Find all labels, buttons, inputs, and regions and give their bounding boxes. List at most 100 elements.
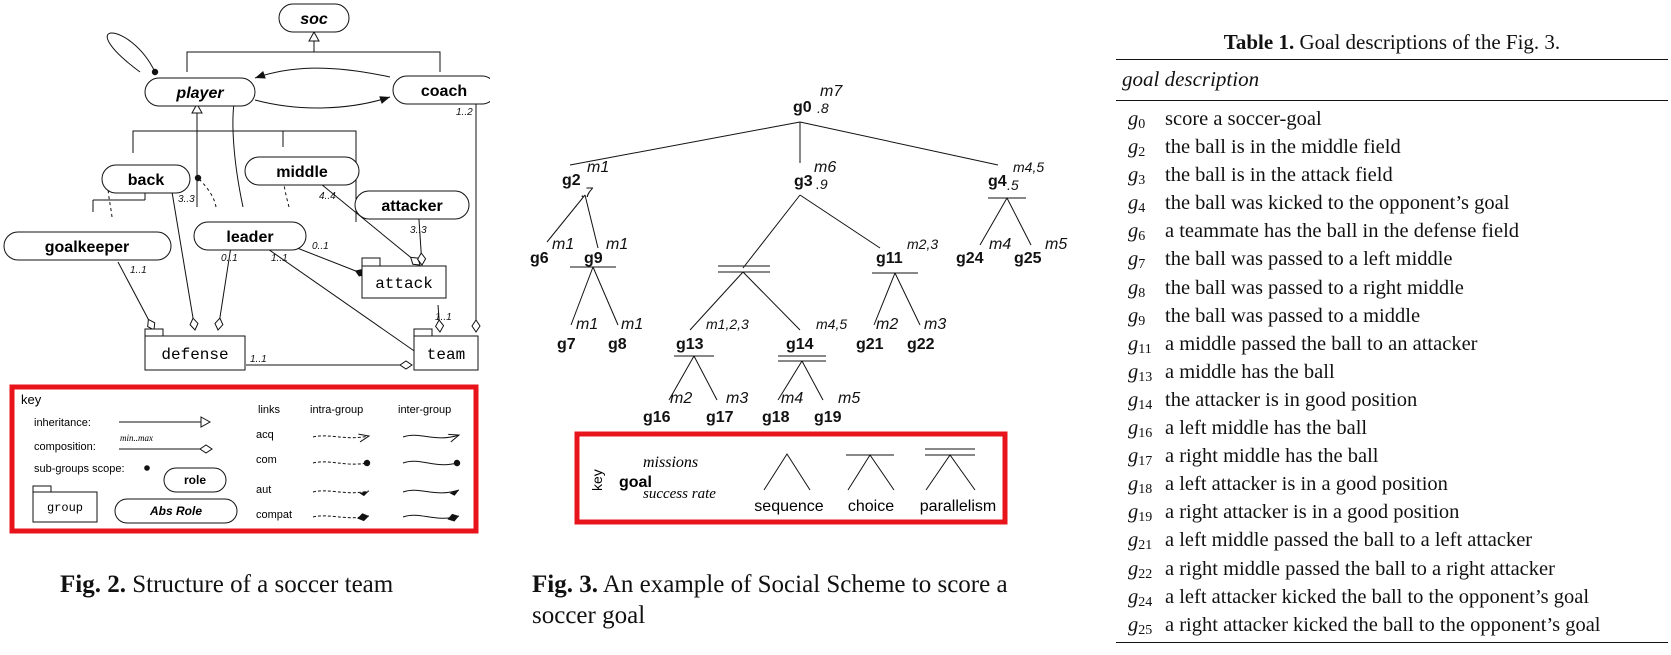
- goal-description: a middle has the ball: [1165, 360, 1335, 383]
- key-absrole-label: Abs Role: [149, 504, 202, 518]
- goal-g6: g6: [530, 250, 549, 267]
- key-link-aut: aut: [256, 484, 271, 496]
- key-link-acq: acq: [256, 429, 274, 441]
- svg-text:goalkeeper: goalkeeper: [45, 239, 129, 256]
- key-success-rate-label: success rate: [643, 486, 716, 502]
- card-middle-attack: 4..4: [319, 191, 336, 202]
- table-caption-label: Table 1.: [1223, 30, 1295, 54]
- goal-g17: g17: [706, 409, 734, 426]
- svg-text:attacker: attacker: [381, 198, 442, 215]
- goal-g11: g11: [876, 250, 903, 267]
- rate-g3: .9: [816, 176, 828, 192]
- fig3-key-title: key: [589, 469, 605, 491]
- mission-g9: m1: [606, 236, 628, 253]
- group-defense: defense: [144, 328, 246, 371]
- subgroup-dot-icon: [144, 465, 150, 471]
- table-row: g0 score a soccer-goal: [1116, 105, 1668, 133]
- role-attacker: attacker: [354, 190, 470, 220]
- key-col-links: links: [258, 404, 281, 416]
- fig3-diagram: g0 g2 g3 g4 g6 g9 g11 g24 g25 g7 g8 g13 …: [530, 83, 1067, 525]
- key-group-label: group: [47, 501, 83, 515]
- card-leader-defense: 0..1: [221, 253, 238, 264]
- card-attacker-attack: 3..3: [410, 225, 427, 236]
- goal-description: the ball was kicked to the opponent’s go…: [1165, 192, 1510, 215]
- key-link-com: com: [256, 454, 277, 466]
- sequence-icon: [763, 453, 811, 491]
- role-player: player: [144, 77, 256, 107]
- fig2-diagram: soc player coach back middle attacker le…: [3, 3, 490, 534]
- goal-description: a teammate has the ball in the defense f…: [1165, 220, 1520, 243]
- role-goalkeeper: goalkeeper: [3, 231, 172, 261]
- goal-description: a left middle passed the ball to a left …: [1165, 529, 1533, 552]
- key-group-shape: [32, 491, 98, 523]
- goal-g18: g18: [762, 409, 790, 426]
- goal-g25: g25: [1014, 250, 1042, 267]
- goal-id: g14: [1128, 388, 1153, 413]
- mission-g18: m4: [781, 390, 803, 407]
- goal-id: g4: [1128, 192, 1146, 217]
- key-choice-label: choice: [848, 498, 894, 515]
- mission-g8: m1: [621, 316, 643, 333]
- goal-description: score a soccer-goal: [1165, 108, 1322, 130]
- fig3-caption-label: Fig. 3.: [532, 571, 598, 598]
- goal-description: a left attacker kicked the ball to the o…: [1165, 585, 1590, 608]
- rate-g0: .8: [817, 100, 829, 116]
- goal-g14: g14: [786, 336, 814, 353]
- svg-text:leader: leader: [226, 229, 273, 246]
- rate-g4: .5: [1007, 177, 1019, 193]
- key-missions-label: missions: [643, 454, 698, 471]
- key-composition-card: min..max: [120, 433, 153, 443]
- key-link-compat: compat: [256, 509, 292, 521]
- goal-g2: g2: [562, 172, 581, 189]
- mission-g3: m6: [814, 159, 836, 176]
- goal-description: the ball was passed to a right middle: [1165, 276, 1464, 299]
- key-role-label: role: [184, 473, 206, 487]
- goal-description: a middle passed the ball to an attacker: [1165, 332, 1478, 355]
- card-defense-team: 1..1: [250, 354, 267, 365]
- goal-description: a left middle has the ball: [1165, 417, 1368, 440]
- fig3-key: key missions goal success rate sequence …: [574, 431, 1008, 525]
- goal-id: g6: [1128, 220, 1146, 245]
- key-goal-label: goal: [619, 474, 652, 491]
- goal-description: a right middle passed the ball to a righ…: [1165, 557, 1555, 580]
- fig2-caption: Fig. 2. Structure of a soccer team: [60, 569, 393, 600]
- key-subgroups-label: sub-groups scope:: [34, 463, 125, 475]
- key-inheritance-label: inheritance:: [34, 417, 91, 429]
- mission-g17: m3: [726, 390, 748, 407]
- goal-g7: g7: [557, 336, 576, 353]
- role-soc: soc: [278, 3, 350, 33]
- goal-g8: g8: [608, 336, 627, 353]
- inherit-player-soc: [186, 51, 441, 72]
- table-caption-text: Goal descriptions of the Fig. 3.: [1299, 30, 1561, 54]
- table-row: g6 a teammate has the ball in the defense…: [1116, 217, 1668, 245]
- table-row: g4 the ball was kicked to the opponent’s …: [1116, 189, 1668, 217]
- goal-id: g16: [1128, 417, 1153, 442]
- goal-description: the ball was passed to a left middle: [1165, 248, 1453, 271]
- goal-id: g0: [1128, 108, 1146, 132]
- key-col-intra: intra-group: [310, 404, 363, 416]
- parallelism-icon: [925, 454, 976, 491]
- goal-description: the ball is in the attack field: [1165, 164, 1393, 187]
- svg-text:attack: attack: [375, 275, 433, 293]
- svg-text:defense: defense: [161, 346, 228, 364]
- goal-g19: g19: [814, 409, 842, 426]
- key-col-inter: inter-group: [398, 404, 451, 416]
- fig2-key-title: key: [21, 392, 42, 407]
- mission-g11: m2,3: [907, 236, 938, 252]
- mission-g0: m7: [820, 83, 843, 100]
- goal-id: g9: [1128, 304, 1146, 329]
- role-coach: coach: [392, 75, 490, 105]
- group-attack: attack: [361, 257, 447, 299]
- choice-icon: [847, 454, 895, 491]
- goal-id: g24: [1128, 585, 1153, 610]
- mission-g25: m5: [1045, 236, 1067, 253]
